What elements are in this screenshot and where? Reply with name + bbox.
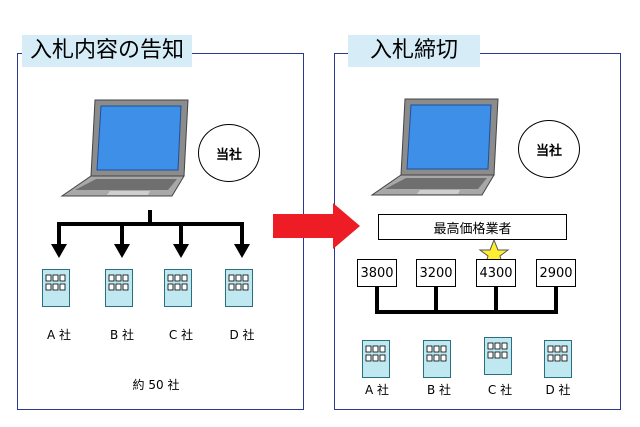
bid-box-c: 4300: [476, 259, 516, 287]
building-icon-d-left: [225, 269, 253, 307]
bid-value-d: 2900: [539, 265, 573, 281]
laptop-icon-left: [60, 99, 189, 197]
company-label-c-left: C 社: [168, 328, 194, 342]
company-label-a-right: A 社: [364, 383, 390, 397]
down-arrow-c: [173, 224, 189, 258]
down-arrow-d: [234, 224, 250, 258]
bid-value-c: 4300: [479, 265, 513, 281]
building-icon-a-right: [362, 340, 390, 378]
our-company-label-left: 当社: [215, 147, 242, 163]
bid-value-a: 3800: [360, 265, 394, 281]
building-icon-d-right: [544, 340, 572, 378]
company-label-b-left: B 社: [109, 328, 135, 342]
company-count-footer: 約 50 社: [132, 378, 180, 392]
down-arrow-a: [51, 224, 67, 258]
our-company-circle-right: 当社: [518, 120, 580, 178]
building-icon-b-right: [423, 340, 451, 378]
company-label-a-left: A 社: [46, 328, 72, 342]
down-arrow-b: [114, 224, 130, 258]
bid-box-b: 3200: [416, 259, 456, 287]
company-label-b-right: B 社: [426, 383, 452, 397]
company-label-d-left: D 社: [229, 328, 255, 342]
company-label-c-right: C 社: [487, 383, 513, 397]
panel-title-announcement: 入札内容の告知: [22, 35, 193, 67]
bid-box-a: 3800: [357, 259, 397, 287]
building-icon-a-left: [42, 269, 70, 307]
building-icon-b-left: [105, 269, 133, 307]
laptop-icon-right: [370, 98, 499, 196]
bid-value-b: 3200: [419, 265, 453, 281]
our-company-label-right: 当社: [535, 143, 562, 159]
transition-arrow: [273, 203, 360, 249]
our-company-circle-left: 当社: [198, 124, 260, 182]
panel-title-deadline: 入札締切: [348, 35, 481, 67]
building-icon-c-right: [484, 337, 512, 375]
bid-box-d: 2900: [536, 259, 576, 287]
highest-bidder-label: 最高価格業者: [433, 221, 512, 237]
highest-bidder-box: 最高価格業者: [378, 214, 567, 240]
building-icon-c-left: [164, 269, 192, 307]
company-label-d-right: D 社: [545, 383, 571, 397]
